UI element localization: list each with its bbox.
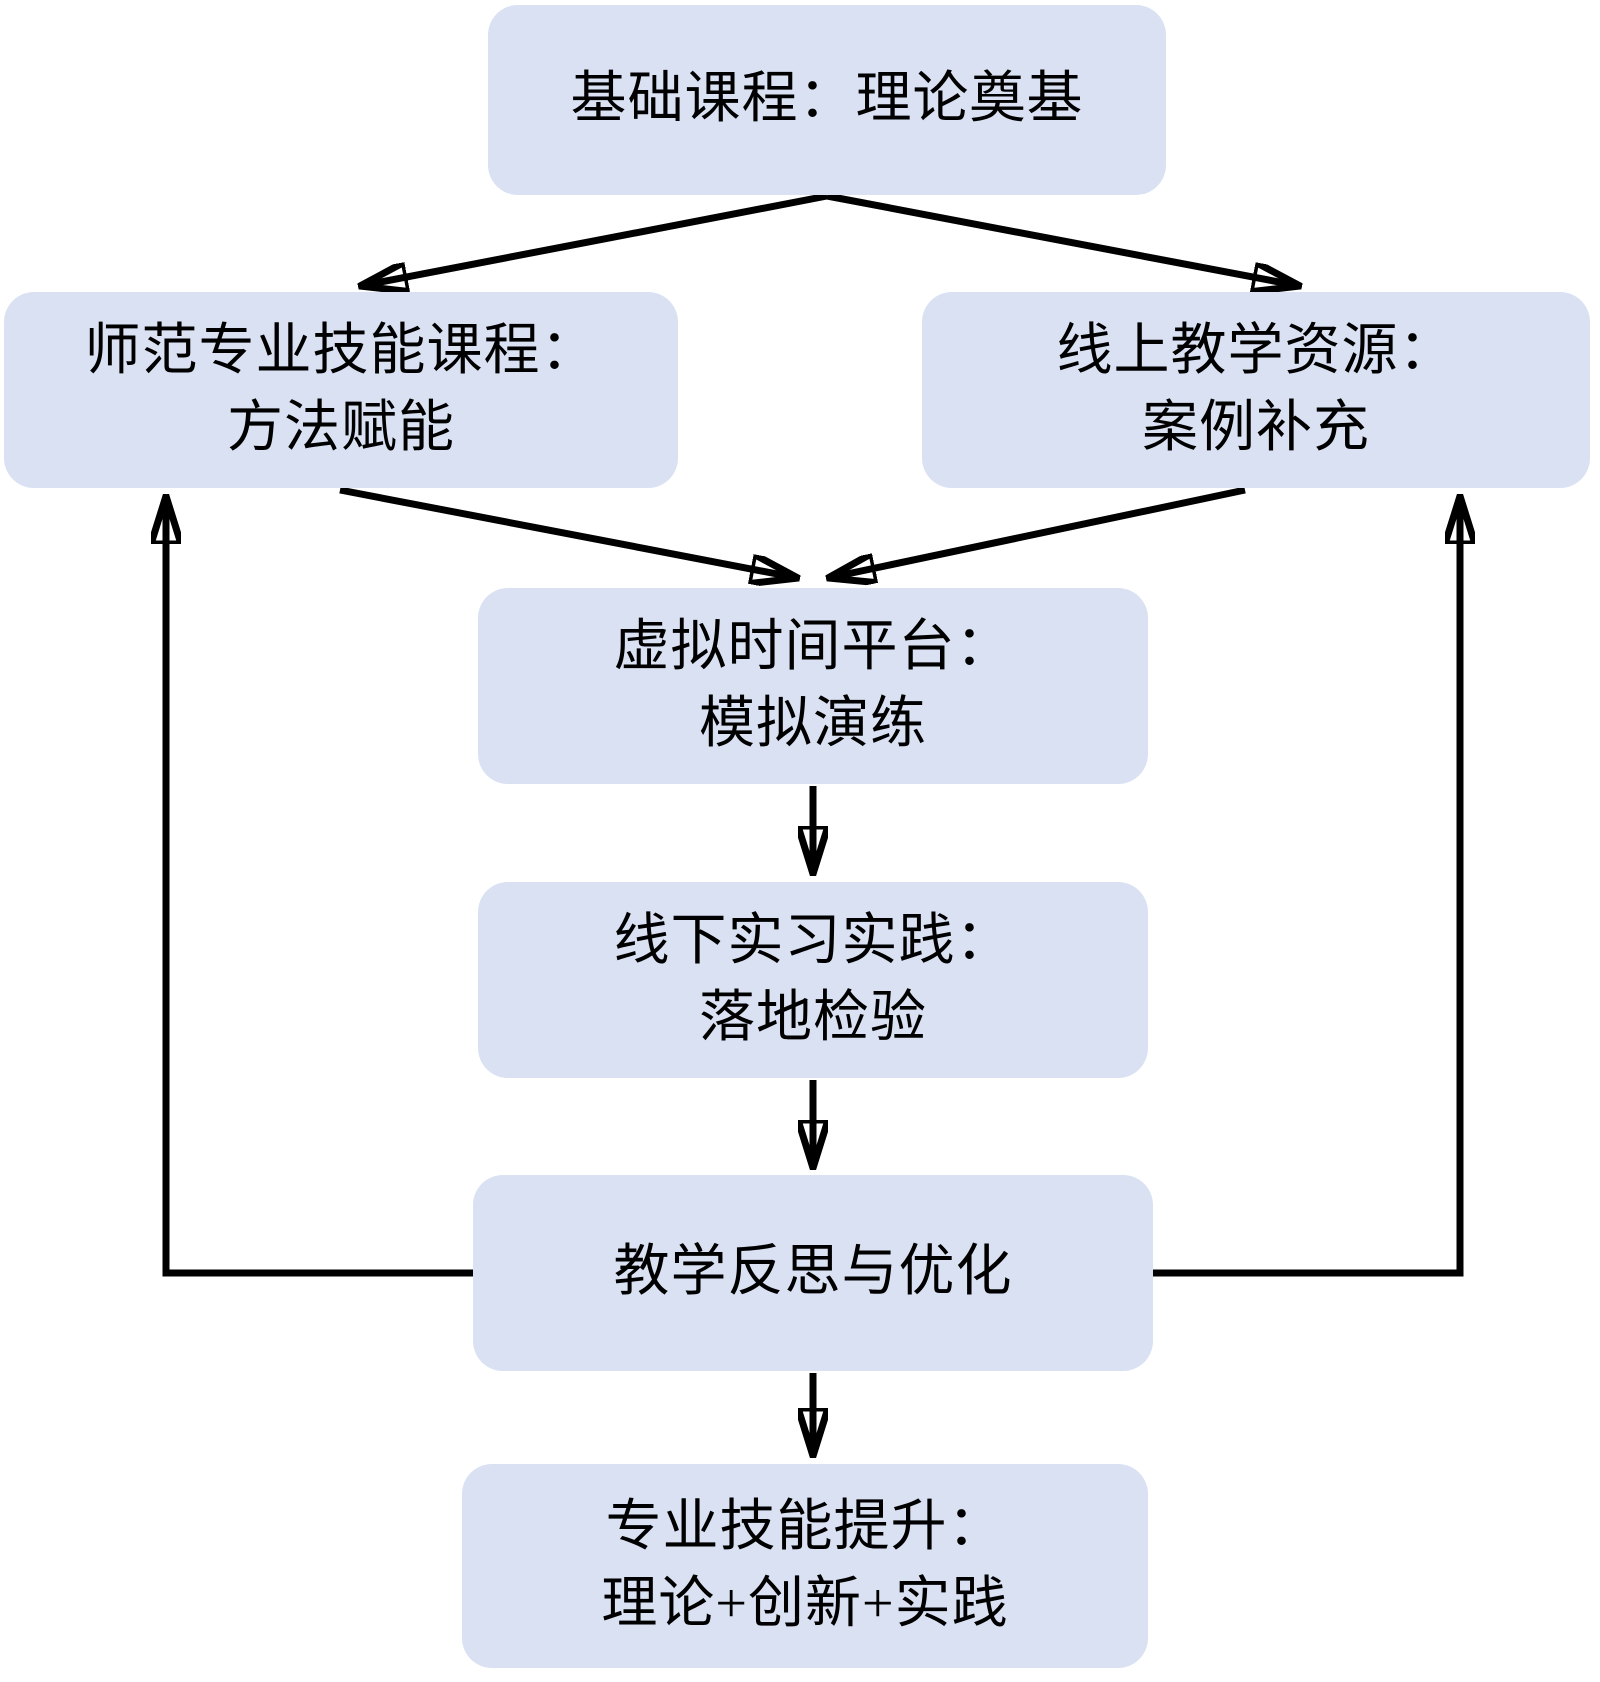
node-virtual-platform-label-line2: 模拟演练 — [699, 693, 927, 755]
node-offline-internship-practice-label-line2: 落地检验 — [699, 987, 927, 1049]
arrow-normal-skills-to-virtual-platform — [339, 486, 798, 578]
node-virtual-platform: 虚拟时间平台： 模拟演练 — [478, 588, 1148, 784]
node-offline-internship-practice: 线下实习实践： 落地检验 — [478, 882, 1148, 1078]
feedback-arrow-reflection-to-online-resources — [1148, 496, 1460, 1277]
node-normal-major-skills-course: 师范专业技能课程： 方法赋能 — [4, 292, 678, 488]
node-online-teaching-resources-label-line1: 线上教学资源： — [1056, 319, 1456, 382]
node-online-teaching-resources: 线上教学资源： 案例补充 — [922, 292, 1590, 488]
node-foundation-course-label: 基础课程：理论奠基 — [570, 68, 1084, 131]
node-professional-skill-improvement: 专业技能提升： 理论+创新+实践 — [462, 1464, 1148, 1668]
arrow-foundation-to-normal-skills — [360, 192, 828, 286]
node-professional-skill-improvement-label-line1: 专业技能提升： — [605, 1495, 1005, 1558]
arrow-online-resources-to-virtual-platform — [828, 486, 1246, 578]
node-online-teaching-resources-label-line2: 案例补充 — [1142, 397, 1370, 459]
node-offline-internship-practice-label-line1: 线下实习实践： — [613, 909, 1013, 972]
node-foundation-course: 基础课程：理论奠基 — [488, 5, 1166, 195]
node-virtual-platform-label-line1: 虚拟时间平台： — [613, 615, 1013, 678]
node-normal-major-skills-course-label-line2: 方法赋能 — [227, 397, 455, 459]
feedback-arrow-reflection-to-normal-skills — [166, 496, 478, 1277]
node-teaching-reflection-optimization: 教学反思与优化 — [473, 1175, 1153, 1371]
node-professional-skill-improvement-label-line2: 理论+创新+实践 — [601, 1573, 1009, 1635]
node-normal-major-skills-course-label-line1: 师范专业技能课程： — [84, 319, 598, 382]
arrow-foundation-to-online-resources — [826, 192, 1300, 286]
node-teaching-reflection-optimization-label: 教学反思与优化 — [613, 1241, 1013, 1304]
